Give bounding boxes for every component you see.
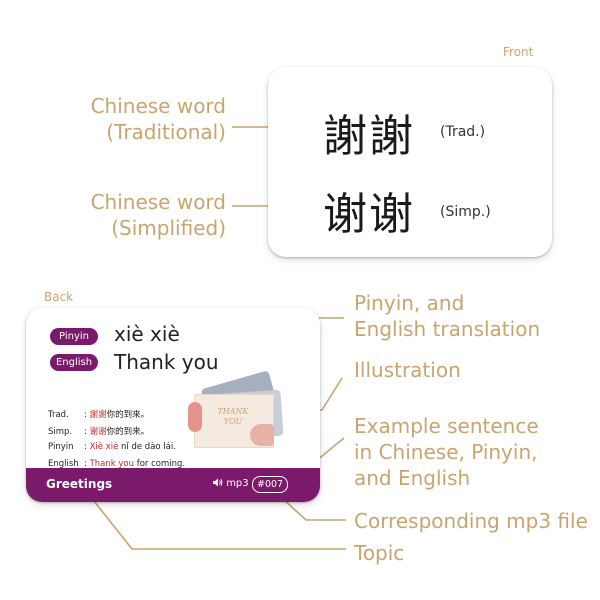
example-english-colon: : — [84, 459, 90, 469]
front-card — [268, 67, 552, 257]
example-english-highlight: Thank you — [89, 459, 134, 469]
annotation-simplified-line2: (Simplified) — [111, 216, 226, 240]
example-pinyin-rest: nǐ de dào lái. — [118, 442, 176, 452]
illustration-decor-blob-right — [250, 424, 274, 446]
example-pinyin-row: Pinyin: Xiè xiè nǐ de dào lái. — [48, 442, 176, 452]
pinyin-value: xiè xiè — [114, 322, 180, 346]
annotation-topic: Topic — [354, 541, 405, 565]
annotation-traditional-line2: (Traditional) — [106, 120, 226, 144]
annotation-illustration: Illustration — [354, 358, 461, 382]
annotation-pinyin-line2: English translation — [354, 317, 541, 341]
example-trad-rest: 你的到來。 — [106, 410, 150, 420]
example-english-rest: for coming. — [134, 459, 186, 469]
annotation-simplified-line1: Chinese word — [90, 190, 226, 214]
leader-topic — [89, 495, 346, 550]
annotation-mp3: Corresponding mp3 file — [354, 509, 588, 533]
annotation-traditional-line1: Chinese word — [90, 94, 226, 118]
example-trad-colon: : — [84, 410, 90, 420]
front-caption: Front — [503, 45, 534, 59]
mp3-number-badge: #007 — [252, 476, 289, 493]
mp3-label: mp3 — [226, 478, 249, 489]
example-pinyin-label: Pinyin — [48, 442, 74, 452]
illustration-text-line2: YOU — [223, 417, 243, 426]
example-trad-label: Trad. — [48, 410, 69, 420]
illustration-decor-blob-left — [188, 402, 202, 432]
example-trad-row: Trad.: 謝謝你的到來。 — [48, 408, 149, 420]
example-english-label: English — [48, 459, 79, 469]
example-pinyin-highlight: Xiè xiè — [89, 442, 119, 452]
traditional-tag: (Trad.) — [440, 124, 486, 140]
english-value: Thank you — [114, 350, 219, 374]
annotation-example-line2: in Chinese, Pinyin, — [354, 440, 538, 464]
topic-label: Greetings — [46, 477, 113, 491]
pinyin-pill: Pinyin — [50, 328, 98, 345]
example-simp-rest: 你的到来。 — [106, 427, 150, 437]
example-simp-label: Simp. — [48, 427, 73, 437]
back-caption: Back — [44, 290, 74, 304]
simplified-tag: (Simp.) — [440, 204, 491, 220]
example-trad-highlight: 謝謝 — [89, 410, 107, 420]
example-simp-highlight: 谢谢 — [89, 427, 107, 437]
illustration-text: THANK YOU — [202, 407, 264, 427]
example-simp-colon: : — [84, 427, 90, 437]
example-simp-row: Simp.: 谢谢你的到来。 — [48, 425, 149, 437]
leader-mp3 — [281, 497, 346, 521]
speaker-icon — [213, 478, 223, 487]
traditional-characters: 謝謝 — [323, 111, 415, 162]
example-pinyin-colon: : — [84, 442, 90, 452]
annotation-pinyin-line1: Pinyin, and — [354, 291, 465, 315]
mp3-label-group: mp3 — [213, 478, 249, 489]
example-english-row: English: Thank you for coming. — [48, 459, 185, 469]
english-pill: English — [50, 354, 98, 371]
illustration-text-line1: THANK — [217, 407, 249, 416]
topic-footer: Greetings mp3 #007 — [26, 468, 320, 502]
annotation-example-line1: Example sentence — [354, 414, 539, 438]
simplified-characters: 谢谢 — [323, 189, 415, 240]
annotation-example-line3: and English — [354, 466, 471, 490]
